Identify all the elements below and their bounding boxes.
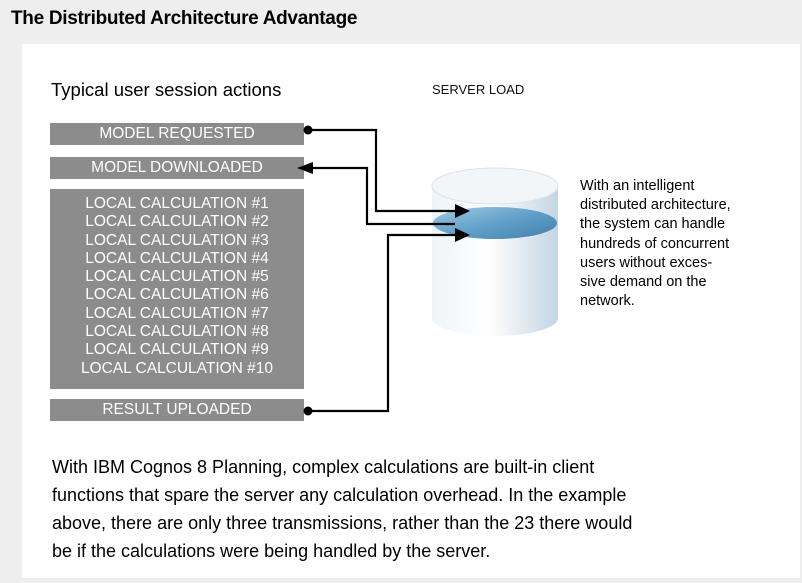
server-description-line: hundreds of concurrent — [580, 235, 730, 252]
action-model-downloaded-label: MODEL DOWNLOADED — [91, 159, 263, 176]
footer-line: With IBM Cognos 8 Planning, complex calc… — [52, 457, 595, 477]
local-calculation-item: LOCAL CALCULATION #9 — [85, 341, 269, 359]
cylinder-load-disk — [433, 207, 557, 239]
local-calculation-item: LOCAL CALCULATION #1 — [85, 195, 269, 212]
local-calculation-item: LOCAL CALCULATION #2 — [85, 213, 269, 231]
footer-line: be if the calculations were being handle… — [52, 541, 491, 561]
action-model-downloaded: MODEL DOWNLOADED — [50, 157, 304, 179]
connector-model-downloaded — [310, 166, 455, 226]
dot-result-uploaded — [303, 406, 313, 416]
action-model-requested-label: MODEL REQUESTED — [99, 125, 255, 142]
server-description-line: the system can handle — [580, 216, 726, 233]
local-calculation-item: LOCAL CALCULATION #8 — [85, 323, 269, 341]
arrowhead-request-into-server — [455, 204, 470, 218]
footer-paragraph: With IBM Cognos 8 Planning, complex calc… — [52, 453, 772, 565]
local-calculation-item: LOCAL CALCULATION #7 — [85, 304, 269, 322]
action-local-calculations: LOCAL CALCULATION #1 LOCAL CALCULATION #… — [50, 189, 304, 389]
local-calculation-item: LOCAL CALCULATION #10 — [80, 359, 274, 377]
local-calculation-item: LOCAL CALCULATION #5 — [85, 268, 269, 286]
server-description: With an intelligent distributed architec… — [580, 177, 795, 311]
connectors — [309, 128, 455, 413]
server-description-line: users without exces- — [580, 254, 713, 271]
server-description-line: sive demand on the — [580, 274, 707, 291]
connector-result-uploaded — [309, 233, 455, 413]
server-description-line: With an intelligent — [580, 178, 695, 194]
server-description-line: distributed architecture, — [580, 197, 731, 214]
server-cylinder — [431, 167, 559, 336]
server-description-line: network. — [580, 293, 635, 310]
footer-line: above, there are only three transmission… — [52, 513, 633, 533]
connector-model-requested — [309, 128, 455, 213]
local-calculation-item: LOCAL CALCULATION #6 — [85, 286, 269, 304]
cylinder-top — [431, 167, 559, 205]
action-model-requested: MODEL REQUESTED — [50, 123, 304, 145]
local-calculation-item: LOCAL CALCULATION #4 — [85, 249, 269, 267]
arrowhead-upload-into-server — [455, 228, 470, 242]
action-result-uploaded-label: RESULT UPLOADED — [102, 401, 252, 418]
dot-model-requested — [303, 125, 313, 135]
actions-heading: Typical user session actions — [51, 79, 282, 100]
arrowhead-model-downloaded — [297, 162, 313, 174]
figure-title: The Distributed Architecture Advantage — [11, 8, 358, 29]
server-load-label: SERVER LOAD — [432, 82, 525, 97]
action-result-uploaded: RESULT UPLOADED — [50, 399, 304, 421]
footer-line: functions that spare the server any calc… — [52, 485, 627, 505]
local-calculation-item: LOCAL CALCULATION #3 — [85, 231, 269, 249]
